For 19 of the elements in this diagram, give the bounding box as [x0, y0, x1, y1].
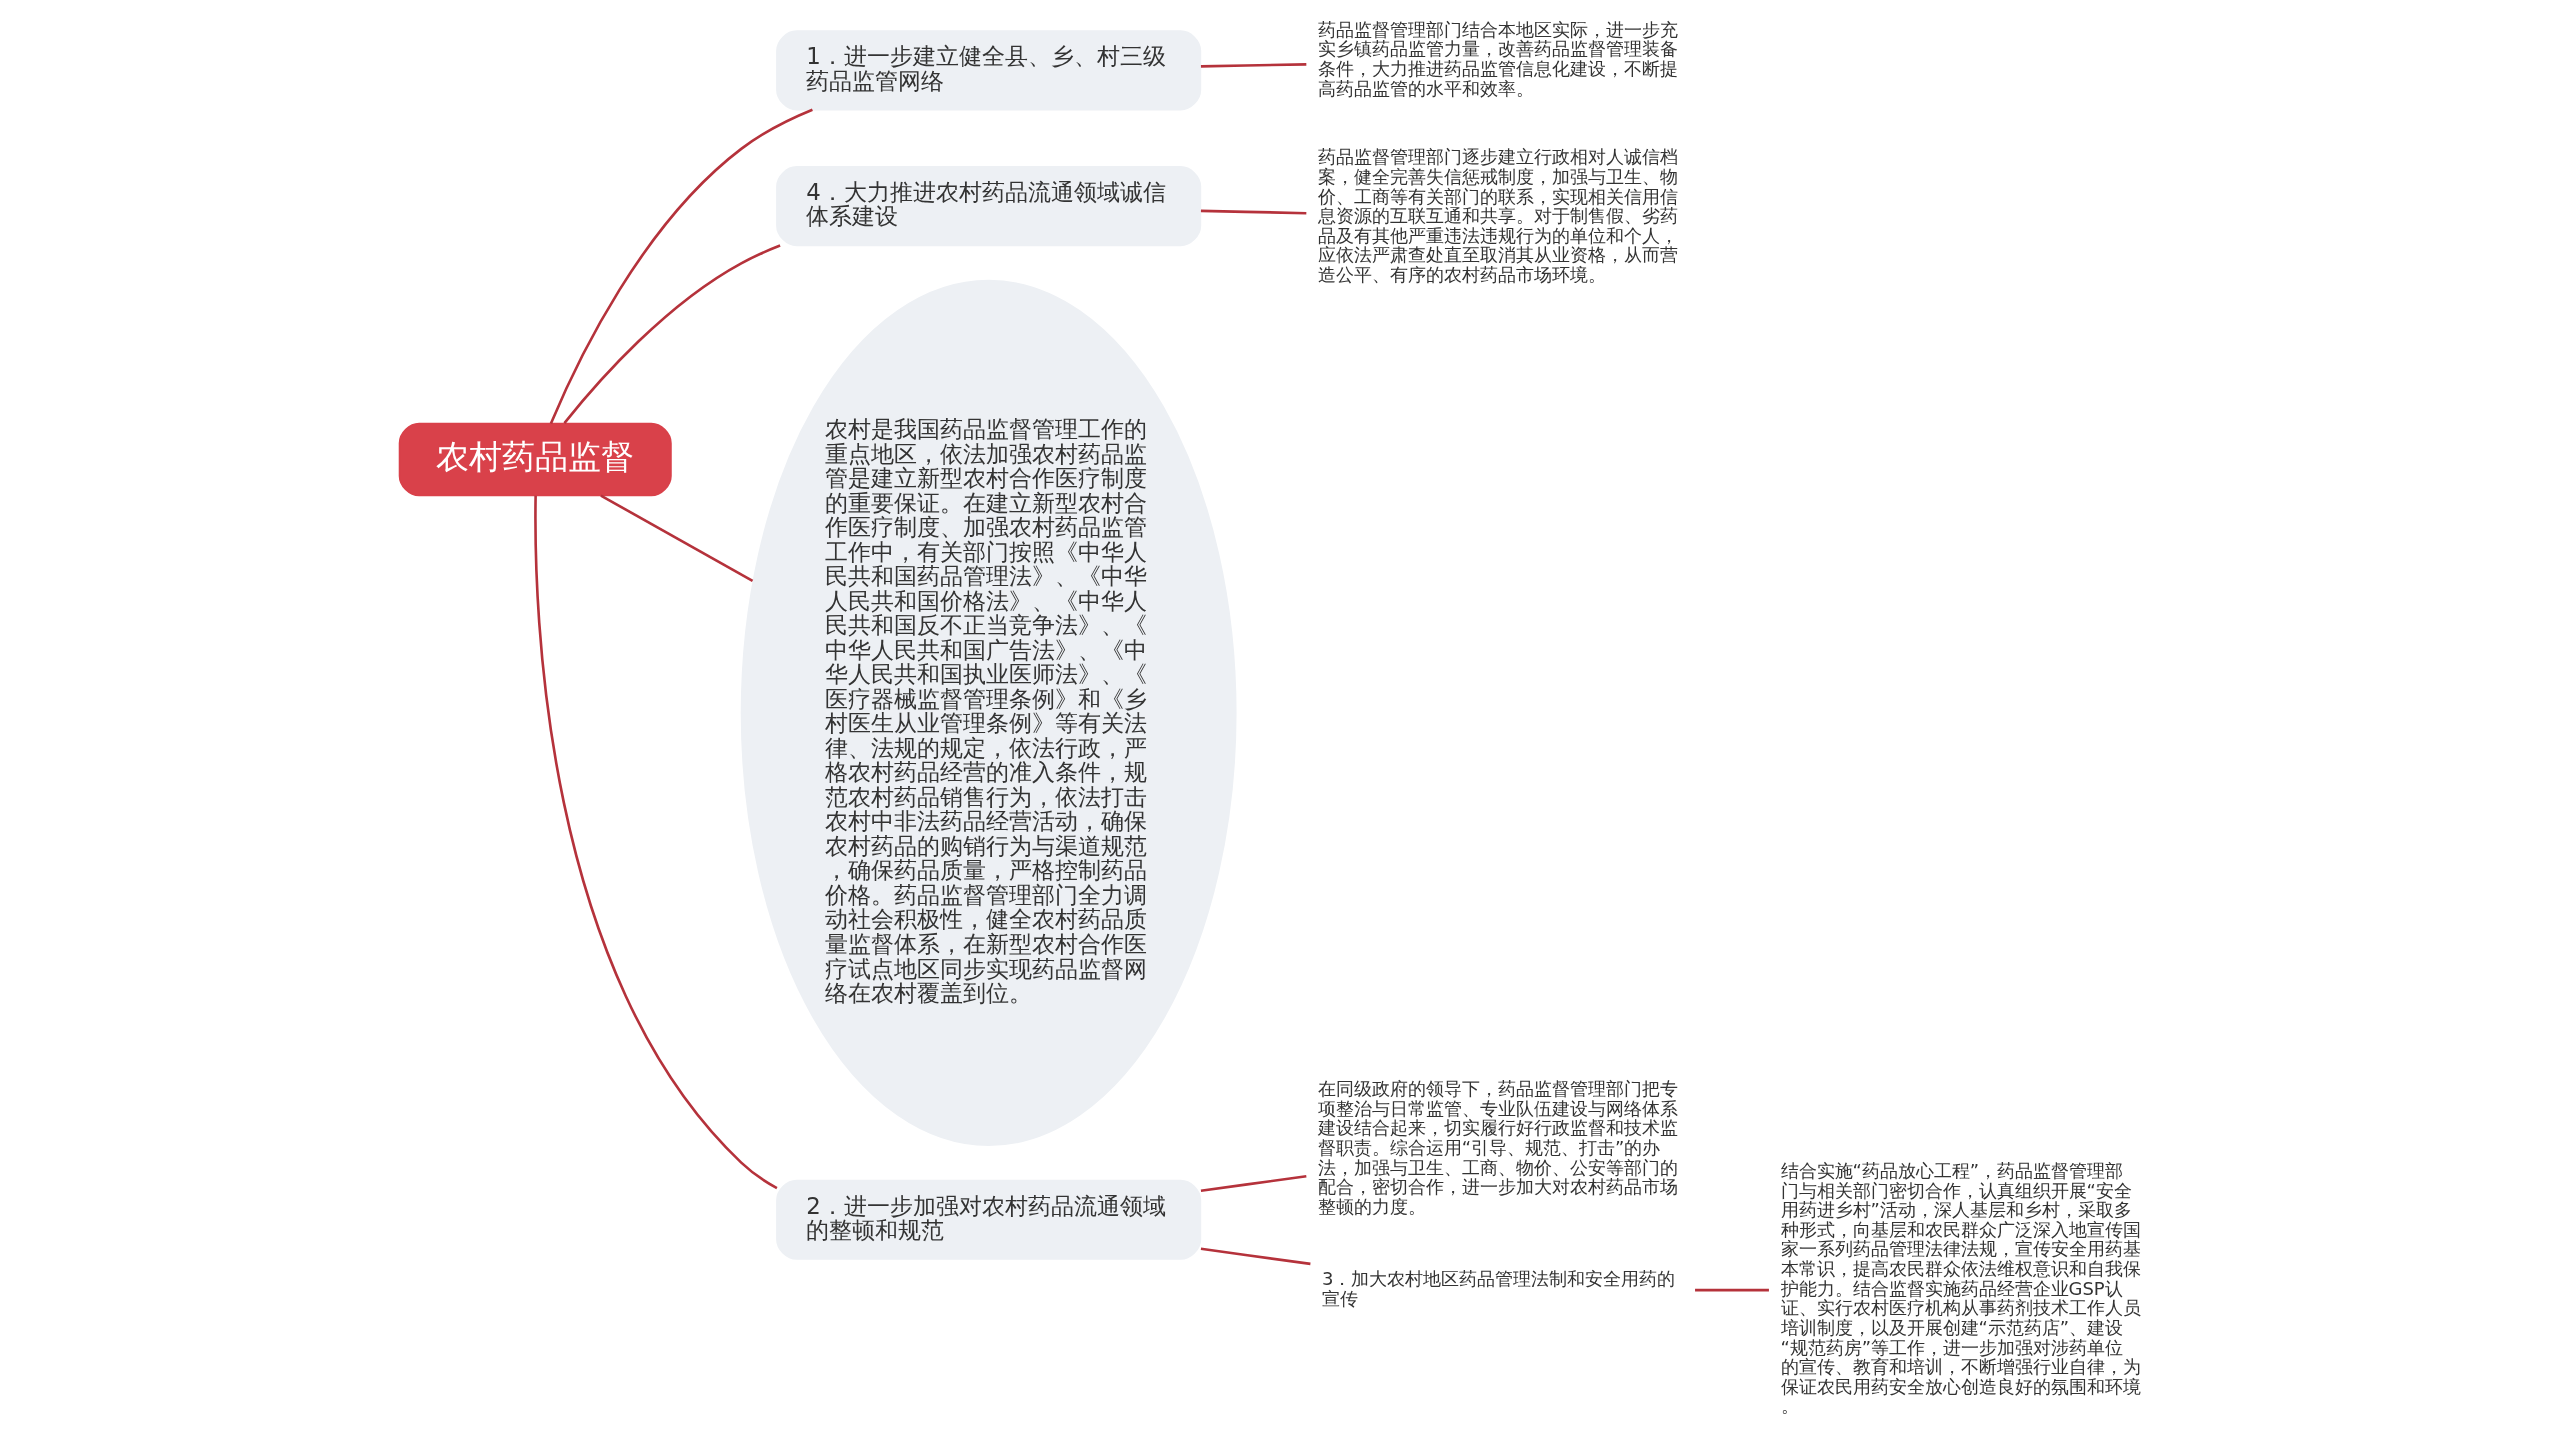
connector: [599, 494, 753, 583]
node-box: 农村药品监督: [398, 422, 672, 497]
connector: [1694, 1288, 1769, 1292]
node-box: 4．大力推进农村药品流通领域诚信体系建设: [775, 166, 1201, 247]
node-text: 药品监督管理部门逐步建立行政相对人诚信档案，健全完善失信惩戒制度，加强与卫生、物价、工商等有关部门的联系，实现相关信用信息资源的互联互通和共享。对于制售假、劣药品及有其他严重违法违规行为的单位和个人，应依法严肃查处直至取消其从业资格，从而营造公平、有序的农村药品市场环境。: [1317, 146, 1678, 285]
node-box: 2．进一步加强对农村药品流通领域的整顿和规范: [775, 1179, 1201, 1260]
connector: [1200, 209, 1306, 215]
node-text: 药品监督管理部门结合本地区实际，进一步充实乡镇药品监管力量，改善药品监督管理装备条件，大力推进药品监管信息化建设，不断提高药品监管的水平和效率。: [1317, 18, 1678, 99]
node-text: 结合实施“药品放心工程”，药品监督管理部门与相关部门密切合作，认真组织开展“安全用药进乡村”活动，深人基层和乡村，采取多种形式，向基层和农民群众广泛深入地宣传国家一系列药品管理法律法规，宣传安全用药基本常识，提高农民群众依法维权意识和自我保护能力。结合监督实施药品经营企业GSP认证、实行农村医疗机构从事药剂技术工作人员培训制度，以及开展创建“示范药店”、建设“规范药房”等工作，进一步加强对涉药单位的宣传、教育和培训，不断增强行业自律，为保证农民用药安全放心创造良好的氛围和环境。: [1780, 1159, 2141, 1417]
node-text: 在同级政府的领导下，药品监督管理部门把专项整治与日常监管、专业队伍建设与网络体系建设结合起来，切实履行好行政监督和技术监督职责。综合运用“引导、规范、打击”的办法，加强与卫生、工商、物价、公安等部门的配合，密切合作，进一步加大对农村药品市场整顿的力度。: [1317, 1078, 1678, 1217]
connector: [1200, 1247, 1311, 1266]
node-text: 3．加大农村地区药品管理法制和安全用药的宣传: [1321, 1267, 1675, 1309]
node-ellipse: 农村是我国药品监督管理工作的重点地区，依法加强农村药品监管是建立新型农村合作医疗制度的重要保证。在建立新型农村合作医疗制度、加强农村药品监管工作中，有关部门按照《中华人民共和国药品管理法》、《中华人民共和国价格法》、《中华人民共和国反不正当竞争法》、《中华人民共和国广告法》、《中华人民共和国执业医师法》、《医疗器械监督管理条例》和《乡村医生从业管理条例》等有关法律、法规的规定，依法行政，严格农村药品经营的准入条件，规范农村药品销售行为，依法打击农村中非法药品经营活动，确保农村药品的购销行为与渠道规范，确保药品质量，严格控制药品价格。药品监督管理部门全力调动社会积极性，健全农村药品质量监督体系，在新型农村合作医疗试点地区同步实现药品监督网络在农村覆盖到位。: [740, 279, 1237, 1147]
connector: [1200, 1175, 1306, 1193]
connector: [1200, 63, 1306, 68]
connector: [533, 495, 778, 1190]
node-box: 1．进一步建立健全县、乡、村三级药品监管网络: [775, 30, 1201, 111]
connector: [549, 108, 813, 425]
connector: [562, 244, 781, 424]
